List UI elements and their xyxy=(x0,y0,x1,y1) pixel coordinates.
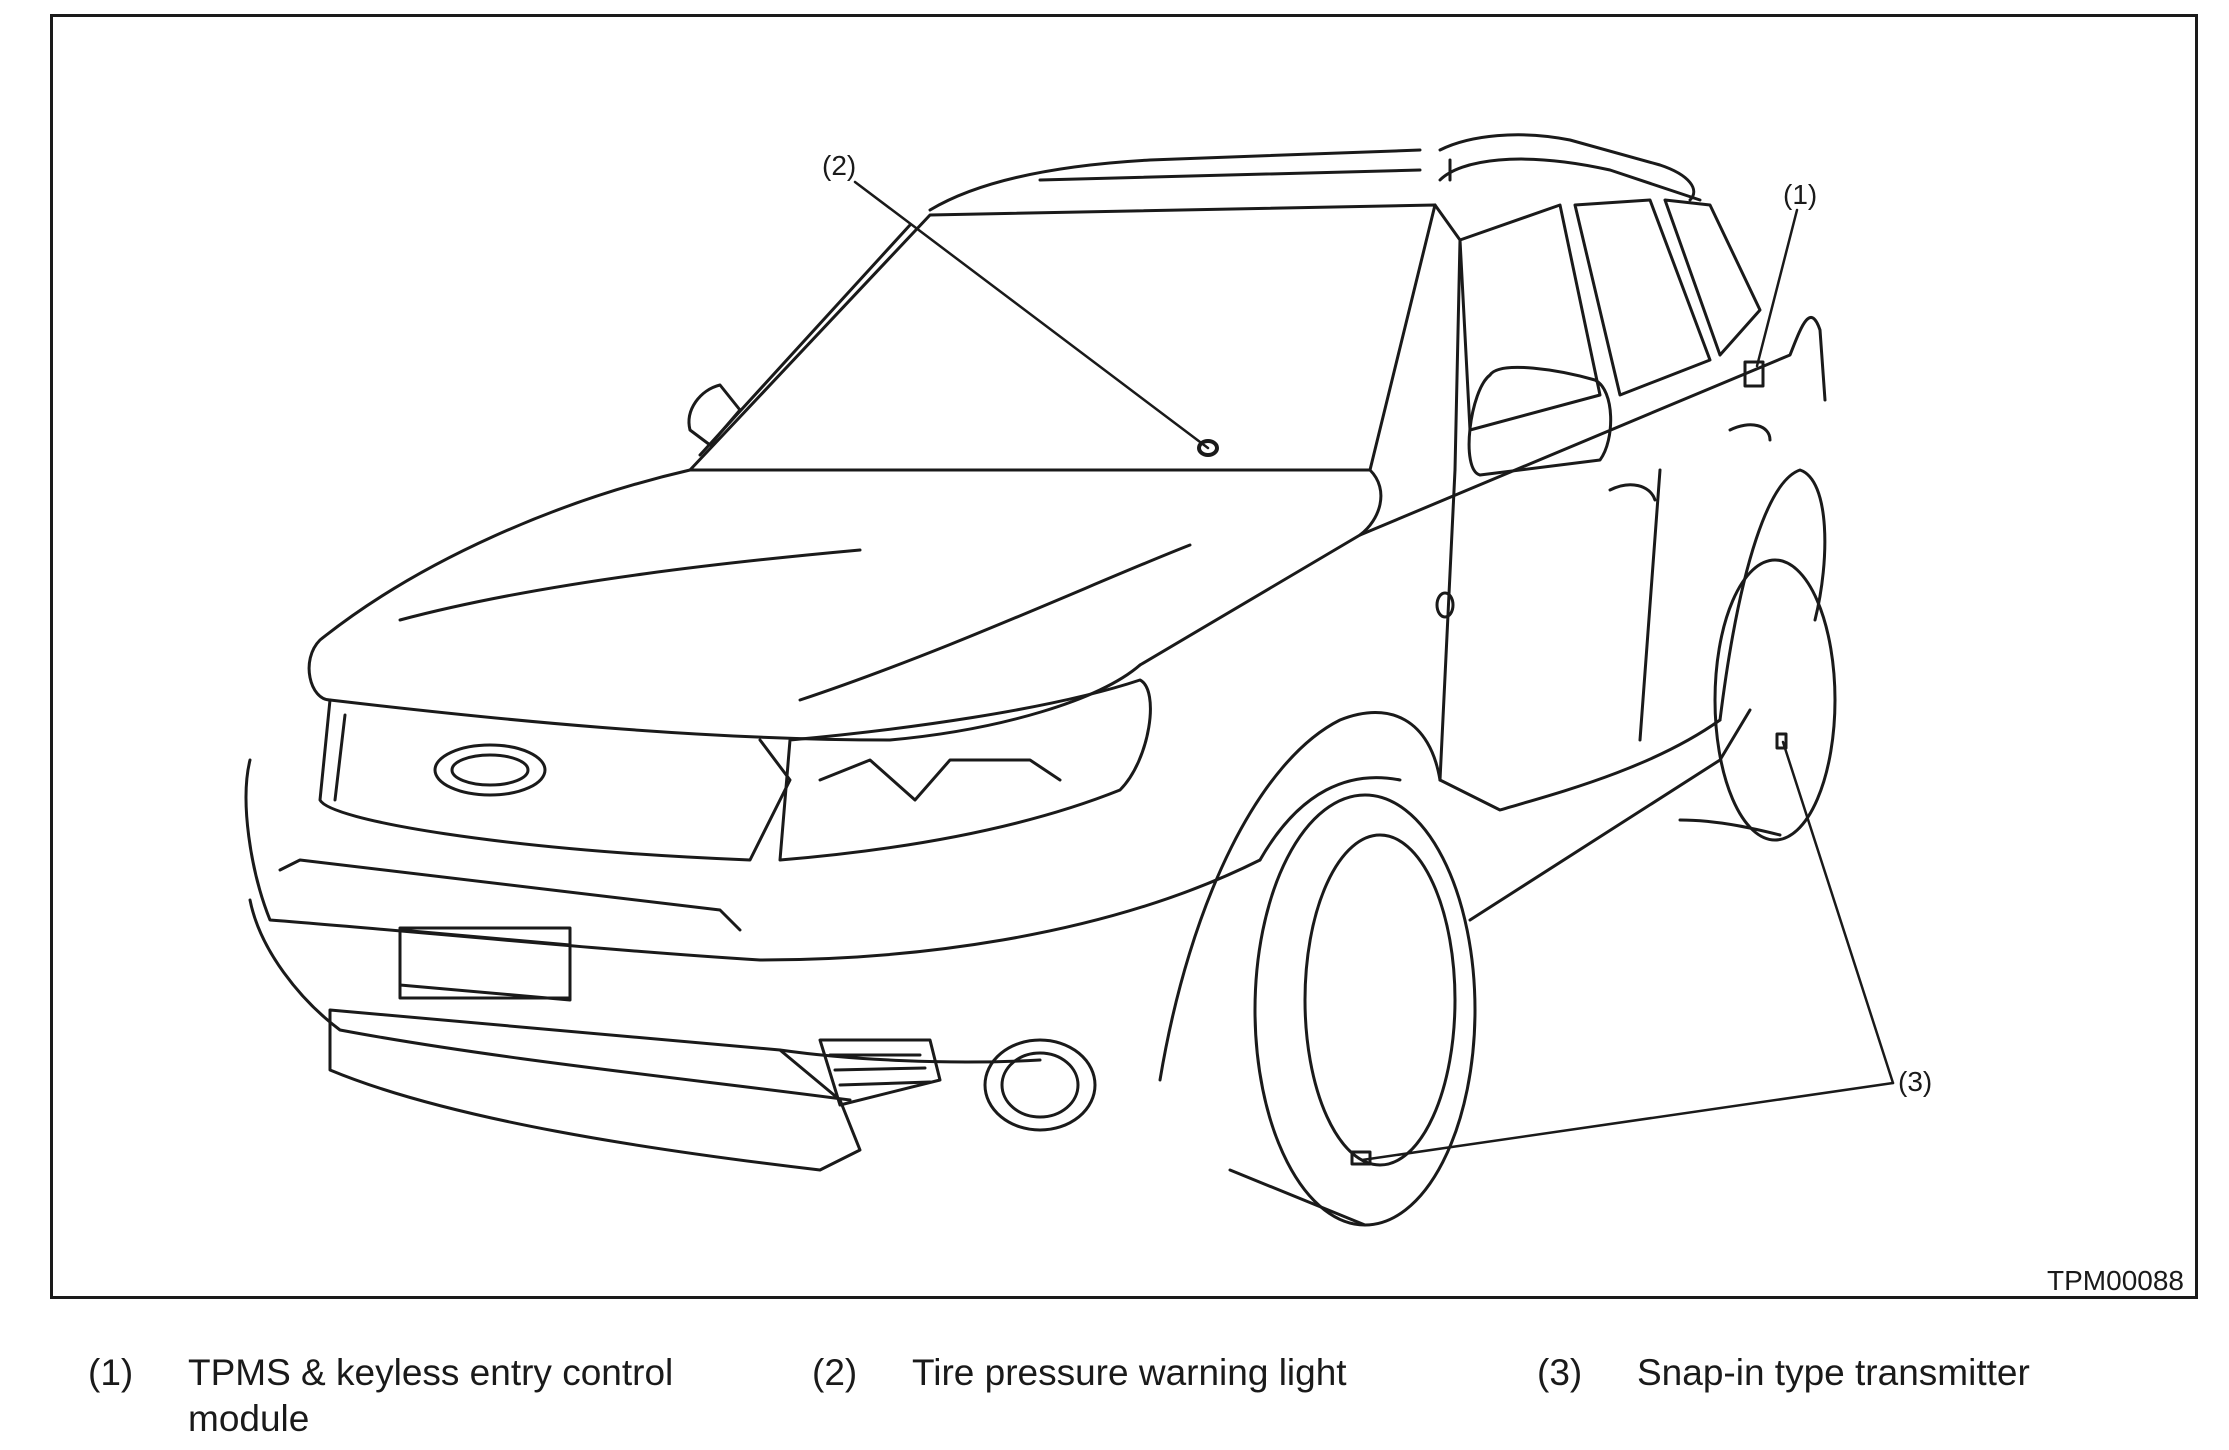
legend-number: (2) xyxy=(812,1352,858,1393)
callout-1: (1) xyxy=(1783,179,1818,210)
legend-label-continued: module xyxy=(188,1398,310,1439)
legend-number: (1) xyxy=(88,1352,134,1393)
side-mirrors xyxy=(687,365,1613,477)
front-wheel xyxy=(1158,711,1477,1227)
legend-label: Tire pressure warning light xyxy=(912,1352,1347,1393)
leader-lines xyxy=(853,180,1895,1162)
legend-label: Snap-in type transmitter xyxy=(1637,1352,2030,1393)
roof-outline xyxy=(928,133,1702,212)
body-side xyxy=(1358,315,1827,922)
fog-light xyxy=(818,1038,1097,1132)
component-markers xyxy=(1197,360,1788,1166)
front-bumper xyxy=(244,758,1262,1172)
hood-outline xyxy=(307,468,1383,742)
callout-2: (2) xyxy=(822,150,857,181)
front-grille xyxy=(318,698,792,862)
figure-code: TPM00088 xyxy=(2047,1265,2184,1296)
headlight xyxy=(778,678,1152,862)
license-plate xyxy=(398,926,572,1000)
figure-frame xyxy=(50,14,2198,1299)
callout-3: (3) xyxy=(1898,1066,1933,1097)
legend-label: TPMS & keyless entry control xyxy=(188,1352,674,1393)
side-windows xyxy=(1433,198,1762,472)
rear-wheel xyxy=(1678,468,1837,842)
legend-number: (3) xyxy=(1537,1352,1583,1393)
